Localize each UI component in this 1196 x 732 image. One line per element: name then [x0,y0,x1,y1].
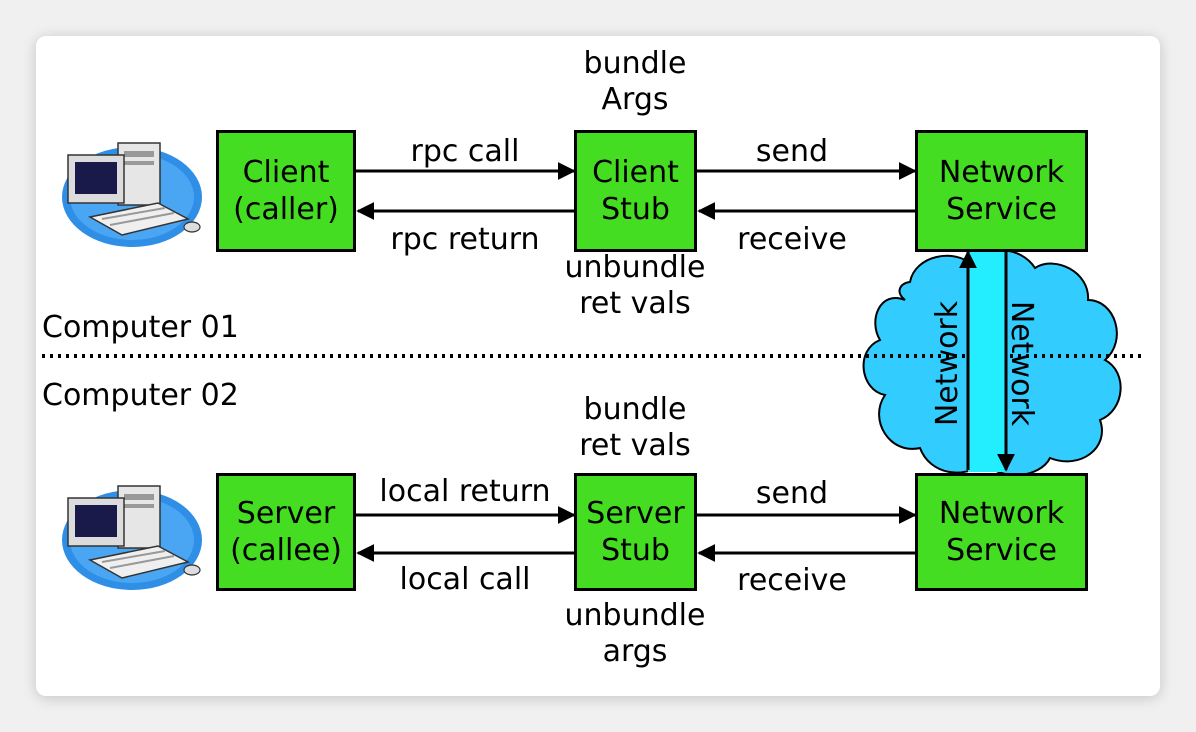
server-stub-line2: Stub [601,533,670,568]
client-caller-box: Client (caller) [216,130,356,252]
unbundle-label: unbundle [564,250,706,285]
computer-02-label: Computer 02 [42,378,239,413]
bundle-label: bundle [583,46,687,81]
stub-above-bottom: bundle ret vals [545,392,725,464]
bottom-receive-label: receive [737,563,847,598]
client-box-line1: Client [242,154,330,190]
ret-vals-label: ret vals [579,286,691,321]
unbundle-label: unbundle [564,598,706,633]
network-label-down: Network [1004,300,1040,427]
bottom-send-label: send [755,476,829,511]
client-box-line2: (caller) [233,192,339,227]
client-stub-box: Client Stub [574,130,697,252]
rpc-return-label: rpc return [390,222,540,257]
stub-below-bottom: unbundle args [545,598,725,670]
computer-01-label: Computer 01 [42,310,239,345]
args-label: Args [601,82,669,117]
client-stub-line2: Stub [601,192,670,227]
bottom-network-line2: Service [946,533,1057,568]
bottom-network-line1: Network [938,495,1065,531]
server-box-line1: Server [236,495,336,531]
bottom-network-service-box: Network Service [915,473,1088,591]
rpc-call-label: rpc call [410,134,520,169]
network-link-channel [968,250,1006,472]
client-stub-line1: Client [592,154,679,190]
local-call-label: local call [399,562,531,597]
stub-above-top: bundle Args [560,46,710,118]
stub-below-top: unbundle ret vals [545,250,725,322]
bundle-label: bundle [583,392,687,427]
top-network-line1: Network [938,154,1065,190]
args-label: args [602,634,668,669]
server-box-line2: (callee) [230,533,342,568]
top-receive-label: receive [737,222,847,257]
ret-vals-label: ret vals [579,428,691,463]
server-stub-line1: Server [586,495,685,531]
desktop-computer-icon [62,142,202,247]
top-send-label: send [755,134,829,169]
top-network-service-box: Network Service [915,130,1088,252]
local-return-label: local return [379,474,551,509]
server-callee-box: Server (callee) [216,473,356,591]
top-network-line2: Service [946,192,1057,227]
server-stub-box: Server Stub [574,473,697,591]
desktop-computer-icon [62,485,202,590]
network-label-up: Network [930,300,966,427]
